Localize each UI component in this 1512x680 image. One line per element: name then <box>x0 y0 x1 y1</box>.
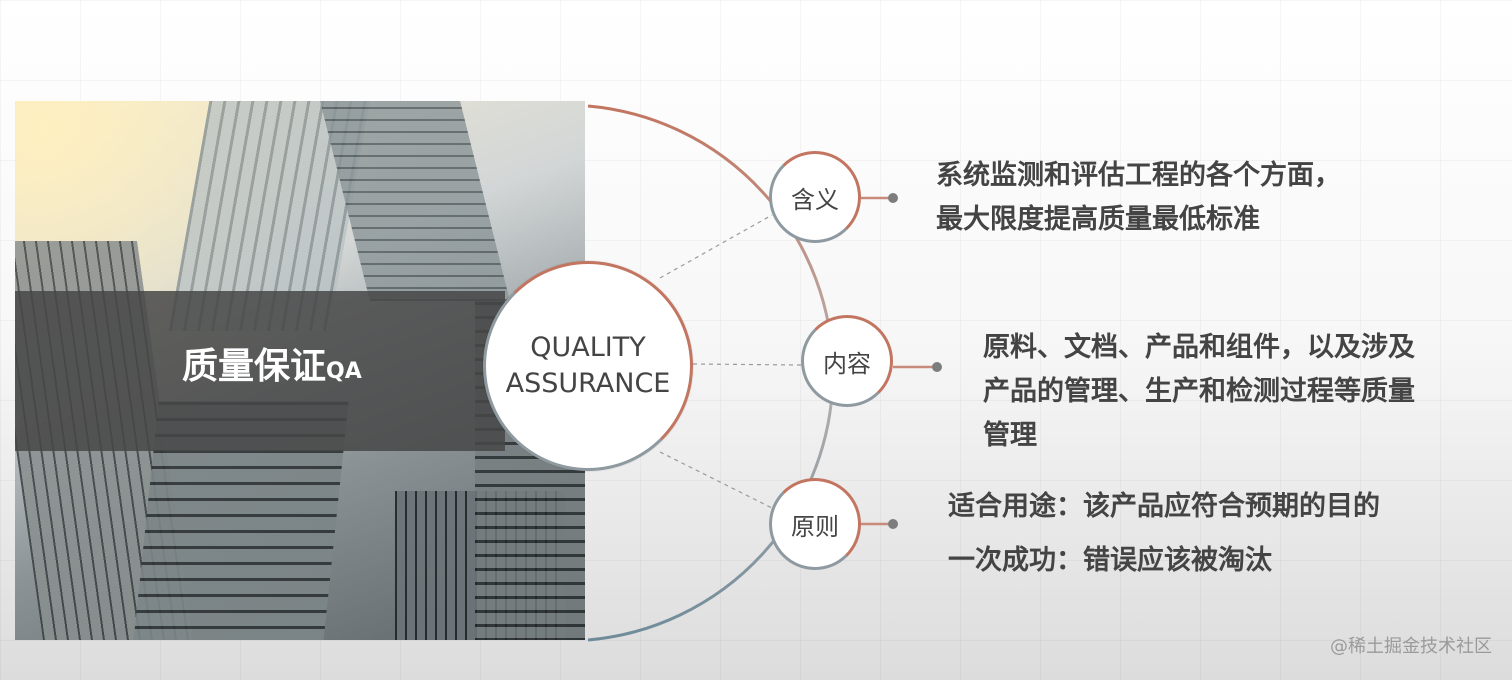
dashed-link-1 <box>659 214 773 279</box>
principle-description: 适合用途：该产品应符合预期的目的 一次成功：错误应该被淘汰 <box>948 480 1380 588</box>
description-line: 管理 <box>983 420 1037 451</box>
banner-title-text: 质量保证 <box>182 346 327 387</box>
description-line: 系统监测和评估工程的各个方面， <box>936 160 1341 191</box>
bullet-dot <box>888 193 898 203</box>
center-line-1: QUALITY <box>530 332 646 363</box>
watermark: @稀土掘金技术社区 <box>1330 636 1492 657</box>
center-line-2: ASSURANCE <box>505 368 671 399</box>
description-line: 原料、文档、产品和组件，以及涉及 <box>983 332 1415 363</box>
bullet-dot <box>932 362 942 372</box>
meaning-description: 系统监测和评估工程的各个方面， 最大限度提高质量最低标准 <box>936 154 1341 242</box>
banner-title-suffix: QA <box>326 359 362 384</box>
node-principle: 原则 <box>769 478 861 570</box>
quality-assurance-circle: QUALITY ASSURANCE <box>483 261 693 471</box>
bullet-dot <box>888 519 898 529</box>
description-line: 最大限度提高质量最低标准 <box>936 204 1260 235</box>
description-line: 一次成功：错误应该被淘汰 <box>948 545 1272 576</box>
title-banner <box>15 291 505 451</box>
node-label-meaning: 含义 <box>791 185 839 214</box>
description-line: 产品的管理、生产和检测过程等质量 <box>983 376 1415 407</box>
banner-title: 质量保证QA <box>182 343 362 396</box>
dashed-link-2 <box>692 363 802 366</box>
dashed-link-3 <box>659 451 773 509</box>
node-label-principle: 原则 <box>791 512 839 541</box>
content-description: 原料、文档、产品和组件，以及涉及 产品的管理、生产和检测过程等质量 管理 <box>983 326 1415 458</box>
description-line: 适合用途：该产品应符合预期的目的 <box>948 491 1380 522</box>
node-meaning: 含义 <box>769 151 861 243</box>
node-content: 内容 <box>801 315 893 407</box>
node-label-content: 内容 <box>823 349 871 378</box>
